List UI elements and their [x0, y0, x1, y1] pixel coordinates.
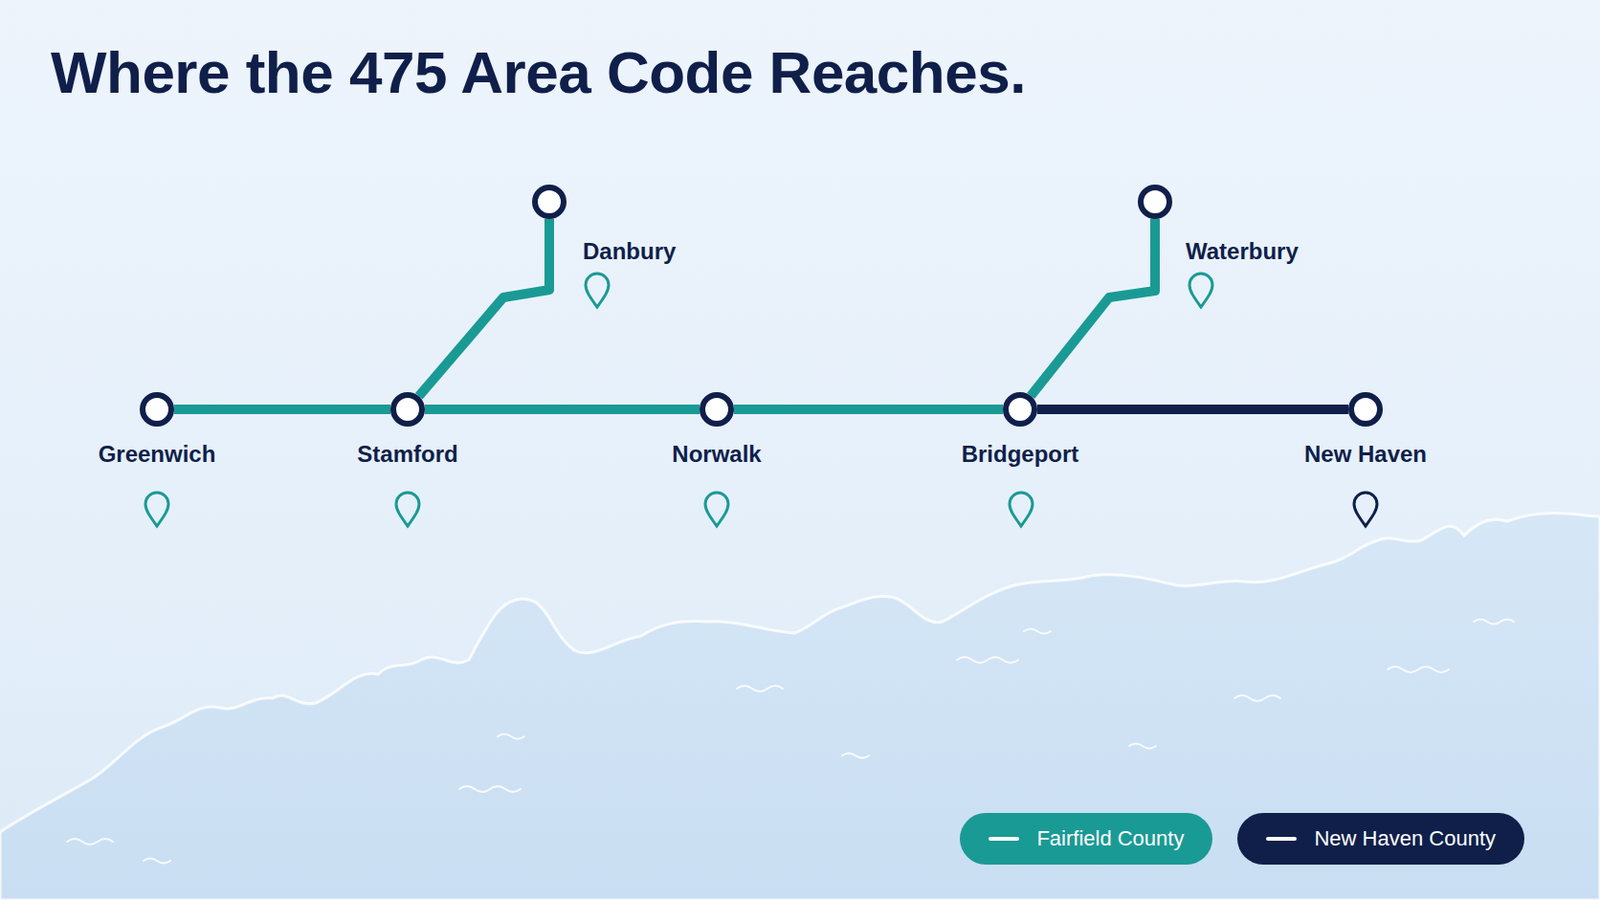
route-line: [733, 404, 1003, 415]
pin: [1009, 492, 1033, 527]
route-line: [174, 404, 391, 415]
pin: [1189, 273, 1213, 308]
city-label: Danbury: [582, 238, 676, 266]
pin: [396, 492, 420, 527]
pin: [1354, 492, 1378, 527]
land-shape: [0, 512, 1600, 900]
route-line: [1037, 404, 1349, 415]
legend-text: New Haven County: [1313, 826, 1496, 852]
station-circle: [532, 184, 567, 220]
legend-dash: [988, 837, 1020, 842]
station-circle: [1002, 392, 1038, 427]
legend-pill: New Haven County: [1237, 813, 1525, 866]
station-circle: [390, 392, 425, 427]
diagram-title: Where the 475 Area Code Reaches.: [50, 38, 1026, 107]
legend-dash: [1266, 837, 1297, 842]
legend-text: Fairfield County: [1036, 826, 1184, 852]
city-label: New Haven: [1304, 441, 1427, 468]
legend: Fairfield County New Haven County: [959, 813, 1525, 866]
pin: [705, 492, 729, 527]
city-label: Norwalk: [671, 441, 761, 468]
route-line: [419, 219, 550, 397]
city-label: Greenwich: [98, 441, 217, 468]
city-label: Stamford: [356, 441, 458, 468]
station-circle: [1348, 392, 1383, 427]
location-pins: [145, 273, 1378, 527]
pin: [145, 492, 169, 527]
pin: [585, 273, 609, 308]
route-line: [1030, 219, 1156, 397]
city-label: Waterbury: [1185, 238, 1299, 266]
station-circle: [1137, 184, 1173, 220]
station-circle: [139, 392, 175, 427]
city-label: Bridgeport: [961, 441, 1080, 468]
route-line: [424, 404, 700, 415]
station-circle: [699, 392, 734, 427]
legend-pill: Fairfield County: [959, 813, 1213, 866]
